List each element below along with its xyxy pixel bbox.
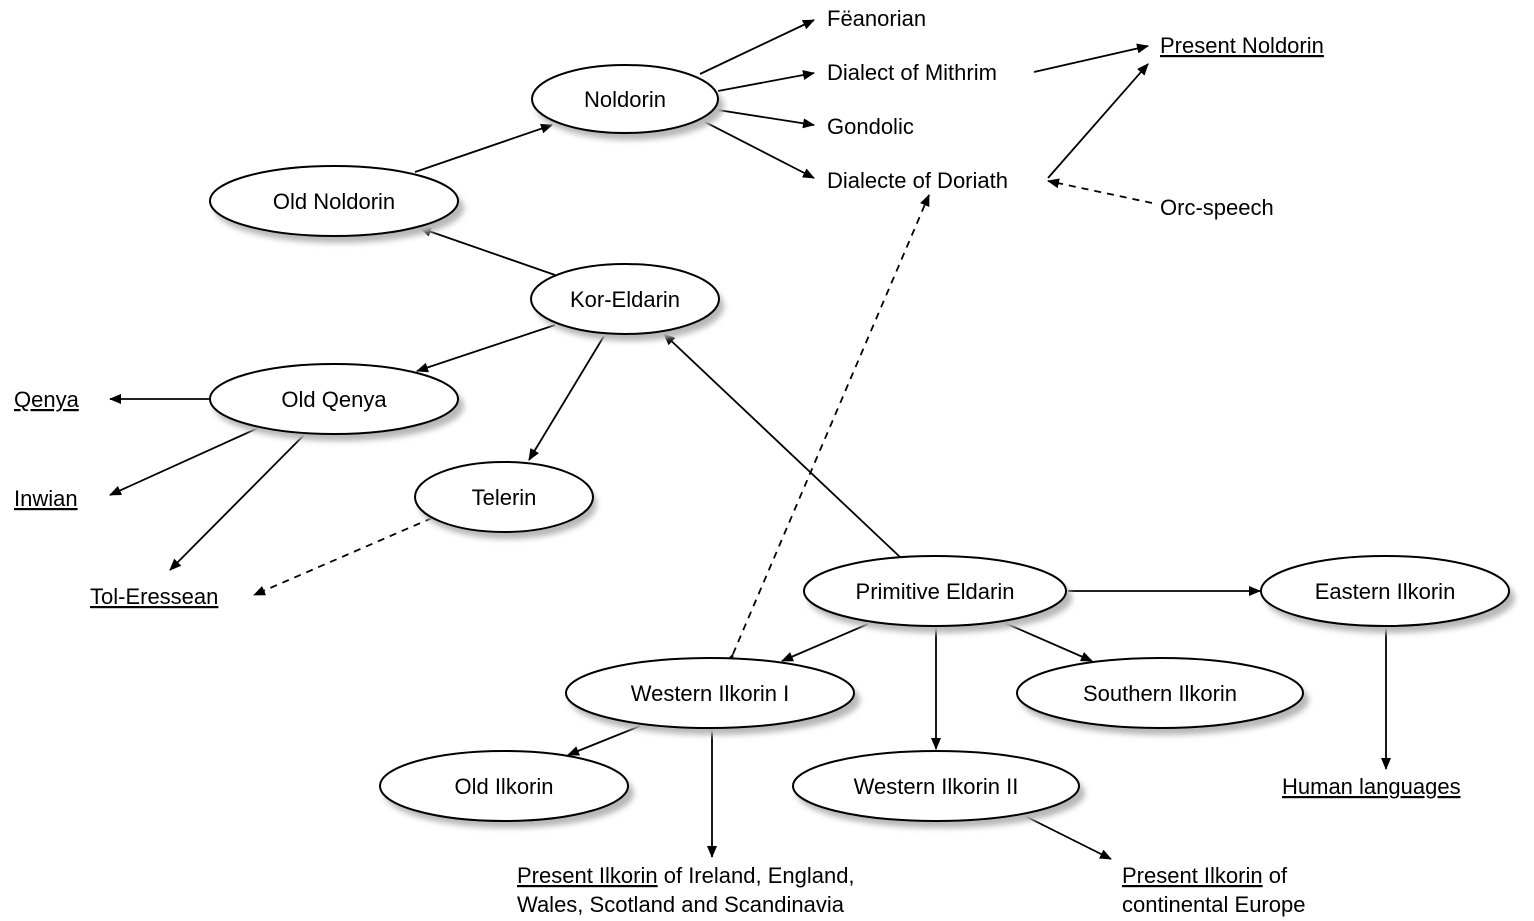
label-present-ilkorin-cont-line2: continental Europe: [1122, 892, 1305, 917]
node-old-ilkorin[interactable]: Old Ilkorin: [379, 750, 634, 828]
label-dialecte-of-doriath: Dialecte of Doriath: [827, 168, 1008, 193]
edge-old-noldorin-to-noldorin: [414, 123, 553, 173]
label-inwian: Inwian: [14, 486, 78, 511]
label-gondolic: Gondolic: [827, 114, 914, 139]
present-ilkorin-cont-underlined: Present Ilkorin: [1122, 863, 1263, 888]
node-label: Old Noldorin: [273, 189, 395, 214]
node-western-ilkorin-i[interactable]: Western Ilkorin I: [565, 657, 860, 735]
node-telerin[interactable]: Telerin: [414, 461, 597, 539]
node-label: Old Qenya: [281, 387, 387, 412]
node-old-qenya[interactable]: Old Qenya: [209, 363, 464, 441]
node-label: Western Ilkorin II: [854, 774, 1019, 799]
edge-noldorin-to-mithrim: [717, 70, 815, 92]
node-eastern-ilkorin[interactable]: Eastern Ilkorin: [1260, 555, 1515, 633]
label-dialect-of-mithrim: Dialect of Mithrim: [827, 60, 997, 85]
node-old-noldorin[interactable]: Old Noldorin: [209, 165, 464, 243]
nodes: Noldorin Old Noldorin Kor-Eldarin Old Qe…: [209, 64, 1515, 828]
edge-noldorin-to-gondolic: [717, 109, 815, 129]
label-qenya: Qenya: [14, 387, 80, 412]
edge-western-ilkorin-ii-to-present-ilkorin-cont: [1024, 815, 1112, 860]
label-orc-speech: Orc-speech: [1160, 195, 1274, 220]
label-tol-eressean: Tol-Eressean: [90, 584, 218, 609]
present-ilkorin-cont-rest: of: [1263, 863, 1288, 888]
node-label: Eastern Ilkorin: [1315, 579, 1456, 604]
node-noldorin[interactable]: Noldorin: [531, 64, 724, 140]
label-present-ilkorin-west-line1: Present Ilkorin of Ireland, England,: [517, 863, 855, 888]
node-kor-eldarin[interactable]: Kor-Eldarin: [530, 263, 724, 341]
edge-primitive-to-kor-eldarin: [663, 333, 901, 558]
edge-noldorin-to-feanorian: [699, 19, 815, 75]
node-label: Telerin: [472, 485, 537, 510]
edge-orc-speech-to-doriath: [1047, 178, 1153, 204]
present-ilkorin-west-rest: of Ireland, England,: [658, 863, 855, 888]
label-present-noldorin: Present Noldorin: [1160, 33, 1324, 58]
label-present-ilkorin-cont-line1: Present Ilkorin of: [1122, 863, 1288, 888]
present-ilkorin-west-underlined: Present Ilkorin: [517, 863, 658, 888]
edge-kor-eldarin-to-old-qenya: [416, 324, 556, 373]
label-present-ilkorin-west-line2: Wales, Scotland and Scandinavia: [517, 892, 845, 917]
edge-telerin-to-tol-eressean: [253, 517, 433, 596]
edge-primitive-to-western-ilkorin-i: [781, 623, 869, 662]
edge-western-ilkorin-i-to-old-ilkorin: [567, 725, 641, 756]
edge-kor-eldarin-to-old-noldorin: [419, 226, 556, 276]
node-label: Primitive Eldarin: [856, 579, 1015, 604]
node-label: Southern Ilkorin: [1083, 681, 1237, 706]
edge-primitive-to-southern-ilkorin: [1004, 622, 1093, 662]
edge-doriath-to-present-noldorin: [1047, 63, 1149, 179]
node-label: Old Ilkorin: [454, 774, 553, 799]
edge-mithrim-to-present-noldorin: [1033, 43, 1149, 73]
edge-old-qenya-to-inwian: [109, 427, 259, 496]
text-labels: Fëanorian Dialect of Mithrim Gondolic Di…: [14, 6, 1461, 917]
node-label: Western Ilkorin I: [631, 681, 790, 706]
label-human-languages: Human languages: [1282, 774, 1461, 799]
node-label: Noldorin: [584, 87, 666, 112]
node-western-ilkorin-ii[interactable]: Western Ilkorin II: [792, 750, 1085, 828]
edge-kor-eldarin-to-telerin: [528, 335, 605, 461]
label-feanorian: Fëanorian: [827, 6, 926, 31]
edges: [109, 19, 1391, 860]
node-primitive-eldarin[interactable]: Primitive Eldarin: [803, 555, 1072, 633]
node-label: Kor-Eldarin: [570, 287, 680, 312]
node-southern-ilkorin[interactable]: Southern Ilkorin: [1016, 657, 1309, 735]
edge-western-ilkorin-i-doriath: [724, 194, 930, 667]
edge-old-qenya-to-tol-eressean: [169, 433, 306, 571]
edge-noldorin-to-doriath: [704, 121, 815, 179]
